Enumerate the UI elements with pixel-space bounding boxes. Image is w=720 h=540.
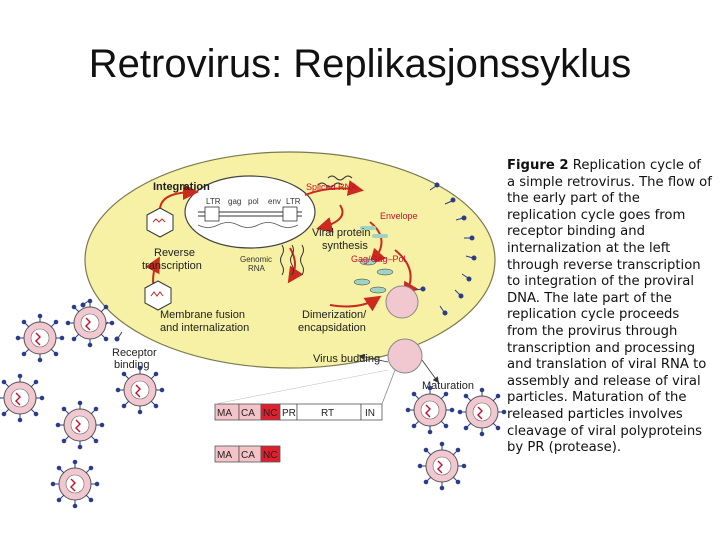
polyprotein-full: MA CA NC PR RT IN — [214, 403, 383, 421]
label-internalization: and internalization — [160, 322, 249, 334]
genome-gag: gag — [228, 197, 241, 206]
segment-ma: MA — [217, 408, 232, 419]
released-virion — [387, 338, 423, 374]
segment-pr: PR — [282, 408, 296, 419]
segment-nc-short: NC — [263, 450, 277, 461]
label-transcription: transcription — [142, 260, 202, 272]
label-virus-budding: Virus budding — [313, 353, 380, 365]
label-spliced-rna: Spliced RNA — [306, 182, 357, 192]
label-synthesis: synthesis — [322, 240, 368, 252]
segment-ca: CA — [241, 408, 255, 419]
label-envelope: Envelope — [380, 211, 418, 221]
label-genomic: Genomic — [240, 255, 272, 264]
label-binding: binding — [114, 359, 149, 371]
label-reverse: Reverse — [154, 247, 195, 259]
segment-ma-short: MA — [217, 450, 232, 461]
budding-virion — [385, 285, 419, 319]
figure-caption: Figure 2 Replication cycle of a simple r… — [507, 158, 712, 457]
label-rna: RNA — [248, 264, 266, 273]
segment-in: IN — [365, 408, 375, 419]
caption-text: Replication cycle of a simple retrovirus… — [507, 158, 712, 456]
label-integration: Integration — [153, 181, 210, 193]
label-encapsidation: encapsidation — [298, 322, 366, 334]
label-receptor: Receptor — [112, 347, 157, 359]
label-membrane-fusion: Membrane fusion — [160, 309, 245, 321]
genome-ltr-left: LTR — [206, 197, 221, 206]
virion-group — [0, 298, 507, 509]
segment-nc: NC — [263, 408, 277, 419]
label-viral-protein: Viral protein — [312, 227, 371, 239]
label-gag-pol: Gag/Gag–Pol — [351, 254, 406, 264]
genome-ltr-right: LTR — [286, 197, 301, 206]
genome-pol: pol — [248, 197, 259, 206]
segment-rt: RT — [321, 408, 334, 419]
genome-env: env — [268, 197, 281, 206]
segment-ca-short: CA — [241, 450, 255, 461]
polyprotein-short: MA CA NC — [214, 445, 281, 463]
figure-label: Figure 2 — [507, 158, 569, 173]
label-dimerization: Dimerization/ — [302, 309, 367, 321]
slide-title: Retrovirus: Replikasjonssyklus — [88, 42, 632, 86]
